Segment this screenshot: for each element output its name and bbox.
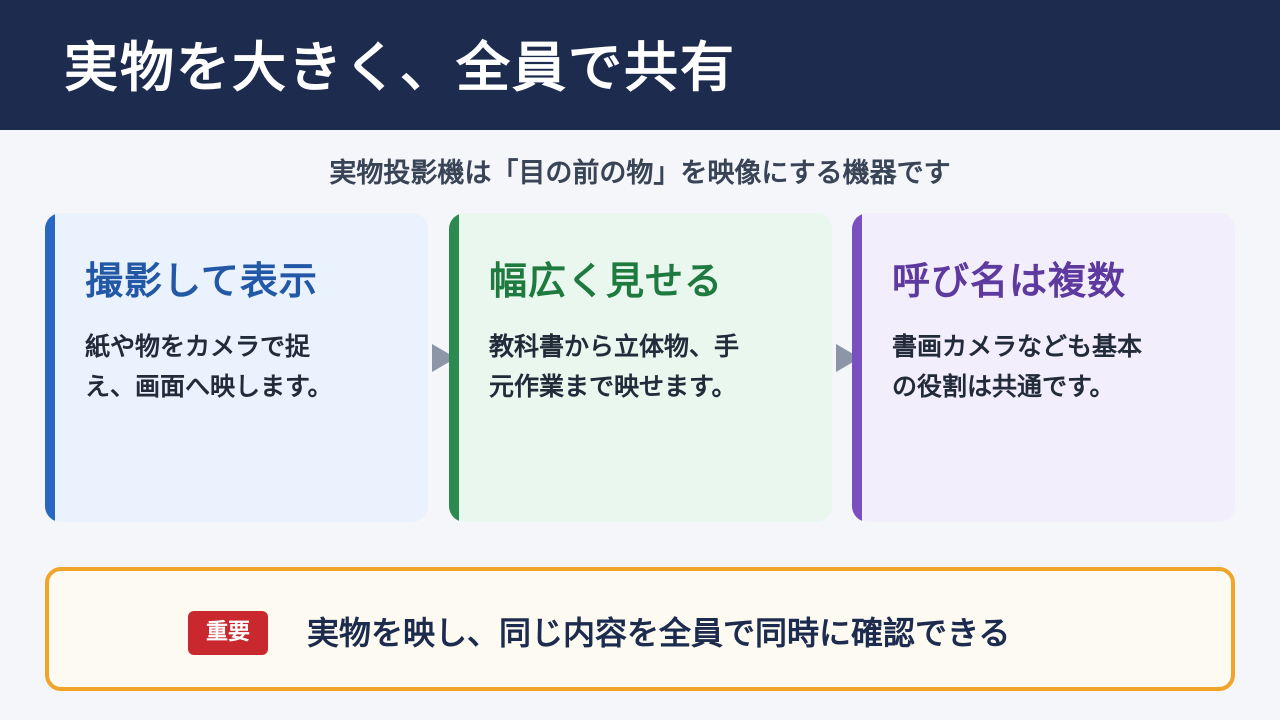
card-title: 撮影して表示 <box>85 259 318 303</box>
key-point-callout: 重要 実物を映し、同じ内容を全員で同時に確認できる <box>45 567 1235 691</box>
card-body-line: 紙や物をカメラで捉 <box>85 332 311 361</box>
page-title: 実物を大きく、全員で共有 <box>64 36 736 99</box>
important-badge: 重要 <box>188 611 269 655</box>
page-subtitle: 実物投影機は「目の前の物」を映像にする機器です <box>329 158 951 189</box>
card-body-line: 元作業まで映せます。 <box>489 372 737 401</box>
card-accent-stripe <box>449 213 459 522</box>
card-capture-display: 撮影して表示 紙や物をカメラで捉 え、画面へ映します。 <box>45 213 428 522</box>
callout-text: 実物を映し、同じ内容を全員で同時に確認できる <box>307 614 1011 652</box>
card-body-line: 教科書から立体物、手 <box>489 332 740 361</box>
card-accent-stripe <box>45 213 55 522</box>
card-title: 呼び名は複数 <box>892 259 1127 303</box>
card-multiple-names: 呼び名は複数 書画カメラなども基本 の役割は共通です。 <box>852 213 1235 522</box>
card-body-line: 書画カメラなども基本 <box>892 332 1143 361</box>
card-body: 書画カメラなども基本 の役割は共通です。 <box>892 327 1192 407</box>
card-body: 教科書から立体物、手 元作業まで映せます。 <box>489 327 789 407</box>
card-body: 紙や物をカメラで捉 え、画面へ映します。 <box>85 327 385 407</box>
card-accent-stripe <box>852 213 862 522</box>
header-bar: 実物を大きく、全員で共有 <box>0 0 1280 130</box>
card-body-line: え、画面へ映します。 <box>85 372 333 401</box>
card-body-line: の役割は共通です。 <box>892 372 1115 401</box>
card-wide-range: 幅広く見せる 教科書から立体物、手 元作業まで映せます。 <box>449 213 832 522</box>
card-title: 幅広く見せる <box>489 259 724 303</box>
